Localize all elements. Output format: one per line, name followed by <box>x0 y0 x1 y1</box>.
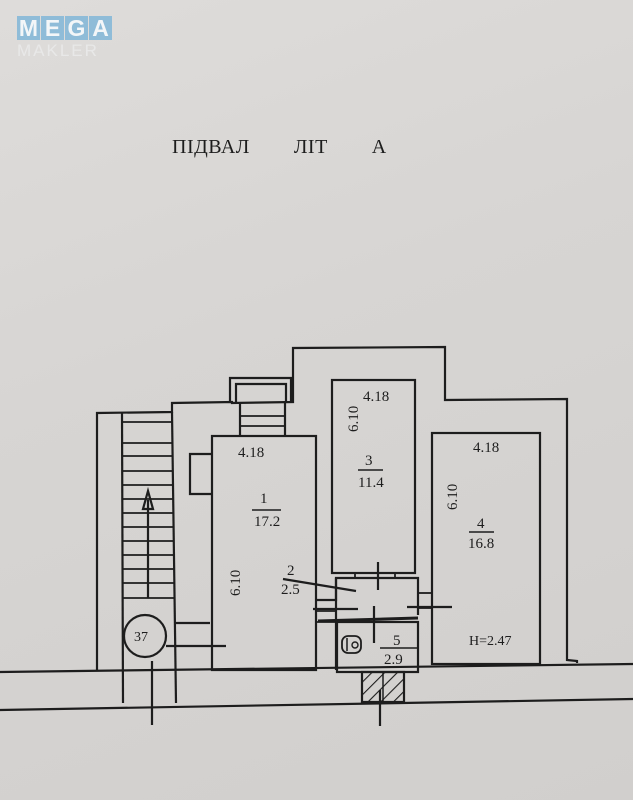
room-2-number: 2 <box>287 563 295 579</box>
door-swing-room-2 <box>282 577 357 593</box>
upper-stair-inner <box>234 382 288 402</box>
room-1-outline <box>210 434 318 672</box>
page-title: ПІДВАЛ ЛІТ А <box>172 136 387 159</box>
toilet-icon <box>341 635 362 654</box>
watermark-letter: G <box>65 16 88 41</box>
title-part-basement: ПІДВАЛ <box>172 136 250 158</box>
building-outline <box>95 345 579 671</box>
niche-room-1 <box>188 452 212 496</box>
title-part-lit: ЛІТ <box>293 136 328 158</box>
room-3-number: 3 <box>365 453 373 469</box>
watermark-brand-mega: M E G A <box>17 15 113 41</box>
room-4-length-label: 6.10 <box>445 484 461 510</box>
partition-room-2-5 <box>317 616 419 623</box>
watermark-brand-makler: MAKLER <box>17 41 99 60</box>
watermark-letter: A <box>89 16 112 41</box>
room-2-area: 2.5 <box>281 582 300 598</box>
stair-direction-arrow-icon <box>141 486 155 511</box>
room-3-outline <box>330 378 417 575</box>
room-3-width-label: 4.18 <box>363 389 389 405</box>
room-4-width-label: 4.18 <box>473 440 499 456</box>
stair-wall-left <box>120 412 125 704</box>
room-3-length-label: 6.10 <box>346 406 362 432</box>
stair-marker-circle <box>122 613 168 659</box>
room-3-area: 11.4 <box>358 475 384 491</box>
room-5-area: 2.9 <box>384 652 403 668</box>
watermark-letter: E <box>41 16 64 41</box>
room-1-area: 17.2 <box>254 514 280 530</box>
room-4-area: 16.8 <box>468 536 494 552</box>
room-4-number: 4 <box>477 516 485 532</box>
ground-line-lower <box>0 697 633 712</box>
upper-stair-outer <box>228 376 293 402</box>
ceiling-height-label: H=2.47 <box>469 634 512 649</box>
mega-makler-watermark: M E G A MAKLER <box>17 16 113 60</box>
room-1-width-label: 4.18 <box>238 445 264 461</box>
room-1-number: 1 <box>260 491 268 507</box>
watermark-letter: M <box>17 15 40 41</box>
stair-marker-number: 37 <box>134 630 148 645</box>
stair-wall-right <box>170 411 178 704</box>
room-4-outline <box>430 431 542 666</box>
title-part-letter: А <box>371 136 387 158</box>
room-1-length-label: 6.10 <box>228 570 244 596</box>
room-5-number: 5 <box>393 633 401 649</box>
room-5-outline <box>335 620 420 674</box>
